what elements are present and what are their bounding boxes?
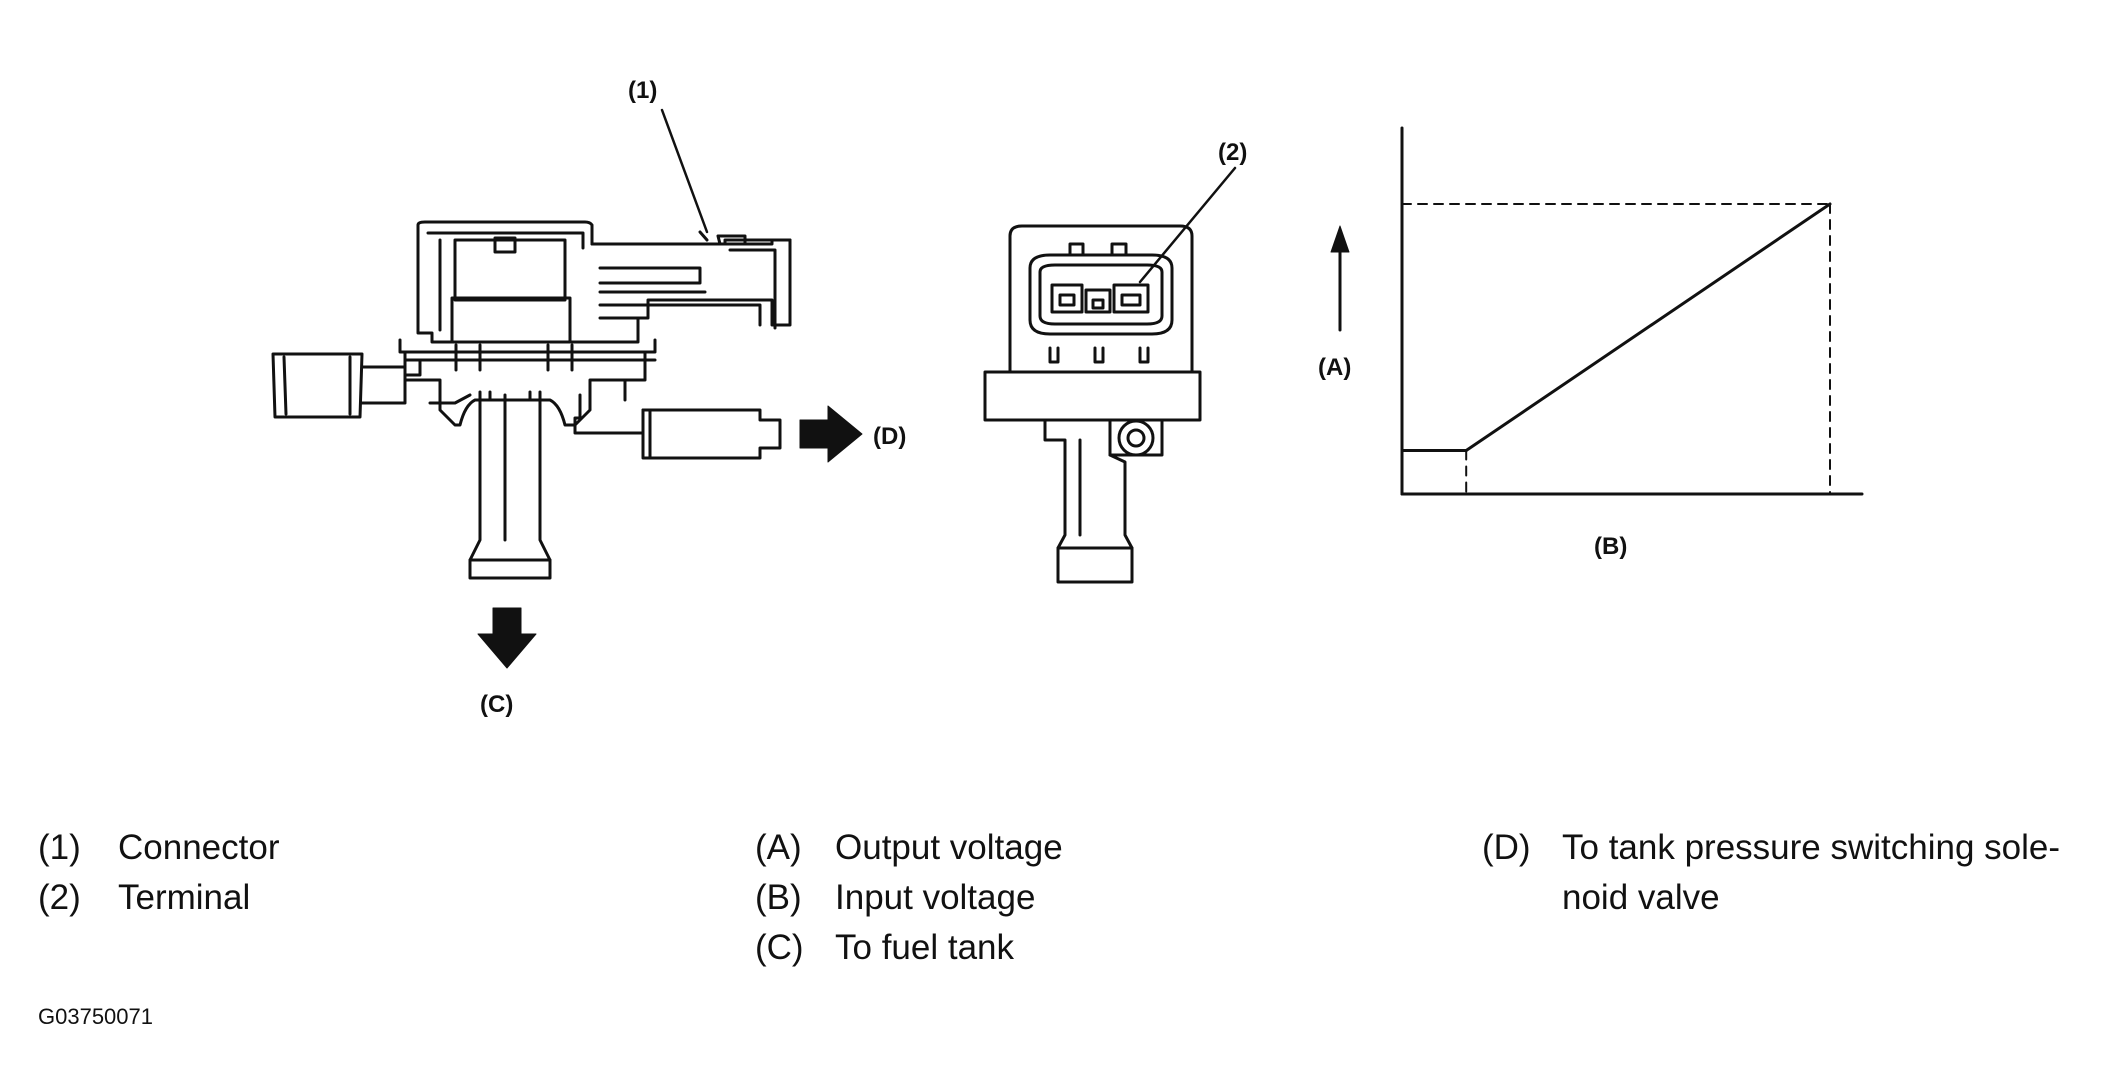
legend-item-terminal: (2) Terminal xyxy=(38,873,279,923)
legend-column-3: (D) To tank pressure switching sole- noid… xyxy=(1482,823,2060,923)
legend-item-solenoid-valve-cont: noid valve xyxy=(1482,873,2060,923)
x-axis-label: (B) xyxy=(1594,533,1627,560)
legend-item-solenoid-valve: (D) To tank pressure switching sole- xyxy=(1482,823,2060,873)
callout-d-label: (D) xyxy=(873,423,906,450)
connector-front-view xyxy=(983,166,1237,584)
legend-letter: (A) xyxy=(755,828,802,867)
output-characteristic-line xyxy=(1464,202,1832,452)
legend-text: To fuel tank xyxy=(835,928,1014,967)
y-axis-label: (A) xyxy=(1318,354,1351,381)
legend-text: Terminal xyxy=(118,878,251,917)
legend-letter: (D) xyxy=(1482,828,1531,867)
legend-text: Output voltage xyxy=(835,828,1063,867)
legend-text: Input voltage xyxy=(835,878,1036,917)
callout-1-label: (1) xyxy=(628,77,657,104)
legend-number: (1) xyxy=(38,828,81,867)
legend-item-output-voltage: (A) Output voltage xyxy=(755,823,1063,873)
callout-c-label: (C) xyxy=(480,691,513,718)
pressure-sensor-side-view xyxy=(271,108,863,669)
callout-2-label: (2) xyxy=(1218,139,1247,166)
legend-text: Connector xyxy=(118,828,280,867)
legend-text: To tank pressure switching sole- xyxy=(1562,828,2060,867)
legend-column-1: (1) Connector (2) Terminal xyxy=(38,823,279,923)
voltage-chart xyxy=(1330,126,1864,496)
legend-letter: (C) xyxy=(755,928,804,967)
legend-item-connector: (1) Connector xyxy=(38,823,279,873)
legend-number: (2) xyxy=(38,878,81,917)
arrow-up-icon xyxy=(1330,225,1350,253)
legend-item-fuel-tank: (C) To fuel tank xyxy=(755,923,1063,973)
legend-text: noid valve xyxy=(1562,878,1720,917)
legend-item-input-voltage: (B) Input voltage xyxy=(755,873,1063,923)
figure-id: G03750071 xyxy=(38,1004,153,1029)
legend-column-2: (A) Output voltage (B) Input voltage (C) To… xyxy=(755,823,1063,973)
legend-letter: (B) xyxy=(755,878,802,917)
